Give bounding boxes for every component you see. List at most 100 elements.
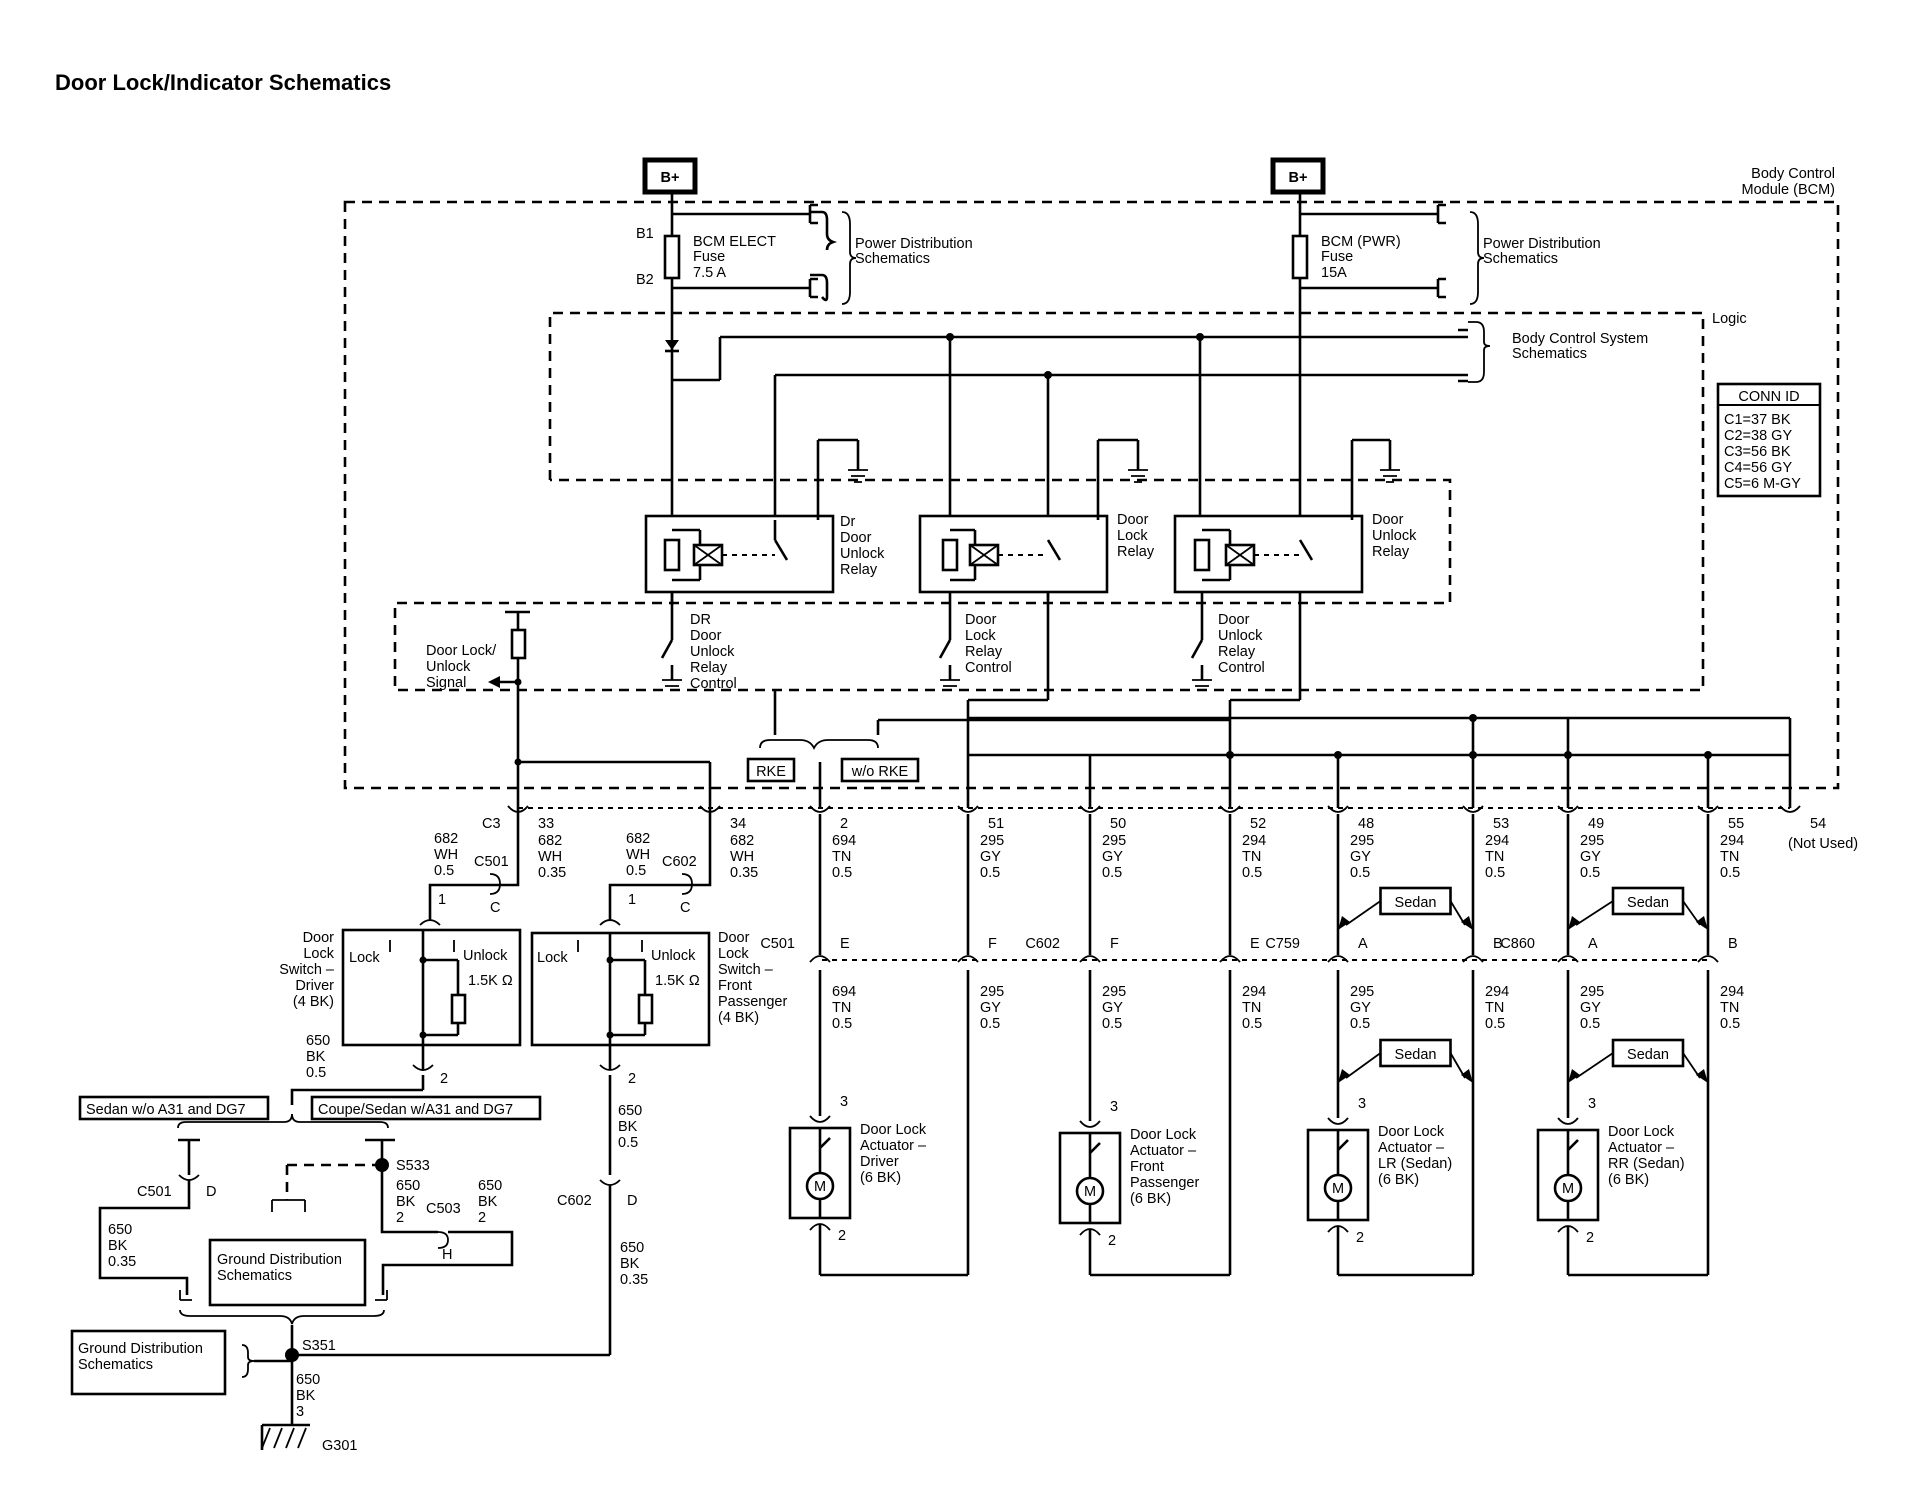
motor-symbol: M xyxy=(814,1179,826,1195)
inline-connector-pin: B xyxy=(1493,936,1503,952)
lower-wire: 0.5 xyxy=(1102,1016,1122,1032)
lower-wire: 294 xyxy=(1485,984,1509,1000)
pin-number: 55 xyxy=(1728,816,1744,832)
sw-pass-wire: 0.5 xyxy=(626,863,646,879)
sw-pass-name: Switch – xyxy=(718,962,774,978)
actuator-pin3: 3 xyxy=(840,1094,848,1110)
pin-wire: 294 xyxy=(1720,833,1744,849)
pin-wire: GY xyxy=(980,849,1001,865)
pin-wire: TN xyxy=(832,849,851,865)
signal-label: Signal xyxy=(426,675,466,691)
lower-wire: TN xyxy=(1485,1000,1504,1016)
sedan-wo-label: Sedan w/o A31 and DG7 xyxy=(86,1102,246,1118)
s351-wire: 3 xyxy=(296,1404,304,1420)
pin-wire: WH xyxy=(538,849,562,865)
sw-pass-name: (4 BK) xyxy=(718,1010,759,1026)
c501-ground-wire: 650 xyxy=(108,1222,132,1238)
pin-number: 48 xyxy=(1358,816,1374,832)
conn-id-row: C1=37 BK xyxy=(1724,412,1791,428)
relay-label: Relay xyxy=(840,562,878,578)
inline-connector-pin: E xyxy=(840,936,850,952)
sw-pass-pin1: 1 xyxy=(628,892,636,908)
bplus-right-label: B+ xyxy=(1289,170,1308,186)
inline-connector-pin: E xyxy=(1250,936,1260,952)
actuator-label: (6 BK) xyxy=(1608,1172,1649,1188)
bcm-label-1: Body Control xyxy=(1751,166,1835,182)
actuator-pin2: 2 xyxy=(838,1228,846,1244)
actuator-pin2: 2 xyxy=(1356,1230,1364,1246)
lower-wire: 295 xyxy=(980,984,1004,1000)
lower-wire: 0.5 xyxy=(980,1016,1000,1032)
sw-driver-conn-pin: C xyxy=(490,900,500,916)
sw-pass-wire: 682 xyxy=(626,831,650,847)
door-lock-switch-driver: 682 WH 0.5 C501 C 1 Lock Unlock 1.5K Ω D… xyxy=(279,808,522,1105)
fuse-left-type: Fuse xyxy=(693,249,725,265)
relay-control-label: Control xyxy=(690,676,737,692)
lower-wire: 295 xyxy=(1102,984,1126,1000)
c602-ground-wire: 650 xyxy=(620,1240,644,1256)
relay-door-unlock: Door Unlock Relay xyxy=(1173,438,1417,594)
wo-rke-label: w/o RKE xyxy=(851,764,909,780)
actuator-label: (6 BK) xyxy=(1130,1191,1171,1207)
actuator-pin3: 3 xyxy=(1110,1099,1118,1115)
relay-controls: DR Door Unlock Relay Control Door Lock R… xyxy=(660,592,1265,692)
lower-wire: 0.5 xyxy=(1720,1016,1740,1032)
fuse-right-rating: 15A xyxy=(1321,265,1347,281)
inline-connector-pin: A xyxy=(1588,936,1598,952)
lower-wire: 694 xyxy=(832,984,856,1000)
lower-wire: GY xyxy=(1102,1000,1123,1016)
pin-wire: 294 xyxy=(1242,833,1266,849)
relay-control-label: Relay xyxy=(1218,644,1256,660)
relay-control-label: Unlock xyxy=(1218,628,1263,644)
pin-wire: 0.35 xyxy=(538,865,566,881)
sw-pass-name: Passenger xyxy=(718,994,787,1010)
actuator-label: Front xyxy=(1130,1159,1164,1175)
pin-wire: TN xyxy=(1485,849,1504,865)
pin-wire: 0.5 xyxy=(980,865,1000,881)
relay-label: Unlock xyxy=(840,546,885,562)
relay-label: Relay xyxy=(1117,544,1155,560)
relay-label: Unlock xyxy=(1372,528,1417,544)
sw-driver-res: 1.5K Ω xyxy=(468,973,513,989)
door-lock-switch-passenger: 682 WH 0.5 C602 C 1 Lock Unlock 1.5K Ω D… xyxy=(292,808,787,1357)
lower-wire: GY xyxy=(1350,1000,1371,1016)
bcm-output-bus xyxy=(966,592,1792,808)
fuse-left-rating: 7.5 A xyxy=(693,265,726,281)
relay-control-label: Relay xyxy=(690,660,728,676)
motor-symbol: M xyxy=(1332,1181,1344,1197)
lower-wire: TN xyxy=(1242,1000,1261,1016)
conn-id-row: C5=6 M-GY xyxy=(1724,476,1801,492)
c501-ground-wire: 0.35 xyxy=(108,1254,136,1270)
lower-wire: GY xyxy=(980,1000,1001,1016)
sw-driver-pin2: 2 xyxy=(440,1071,448,1087)
logic-boundary xyxy=(393,311,1705,692)
sedan-label: Sedan xyxy=(1627,1047,1669,1063)
relay-label: Lock xyxy=(1117,528,1148,544)
actuator-label: Actuator – xyxy=(860,1138,927,1154)
lower-wire: GY xyxy=(1580,1000,1601,1016)
c503-wire: BK xyxy=(478,1194,498,1210)
s351-wire: 650 xyxy=(296,1372,320,1388)
pin-number: 33 xyxy=(538,816,554,832)
pin-wire: TN xyxy=(1242,849,1261,865)
pin-wire: 295 xyxy=(980,833,1004,849)
lower-wire: 0.5 xyxy=(1350,1016,1370,1032)
s351-label: S351 xyxy=(302,1338,336,1354)
signal-label: Door Lock/ xyxy=(426,643,497,659)
conn-id-row: C4=56 GY xyxy=(1724,460,1792,476)
fuse-left-name: BCM ELECT xyxy=(693,234,776,250)
sw-driver-lock: Lock xyxy=(349,950,380,966)
signal-label: Unlock xyxy=(426,659,471,675)
fuse-connector-hooks xyxy=(672,203,1446,299)
lower-wire: TN xyxy=(832,1000,851,1016)
relay-label: Dr xyxy=(840,514,855,530)
lower-wire: 0.5 xyxy=(1485,1016,1505,1032)
actuator-pin3: 3 xyxy=(1358,1096,1366,1112)
actuator-pin2: 2 xyxy=(1586,1230,1594,1246)
g301-label: G301 xyxy=(322,1438,357,1454)
gnd-dist-center-1: Ground Distribution xyxy=(217,1252,342,1268)
relay-door-lock: Door Lock Relay xyxy=(918,438,1155,594)
sw-pass-conn: C602 xyxy=(662,854,697,870)
